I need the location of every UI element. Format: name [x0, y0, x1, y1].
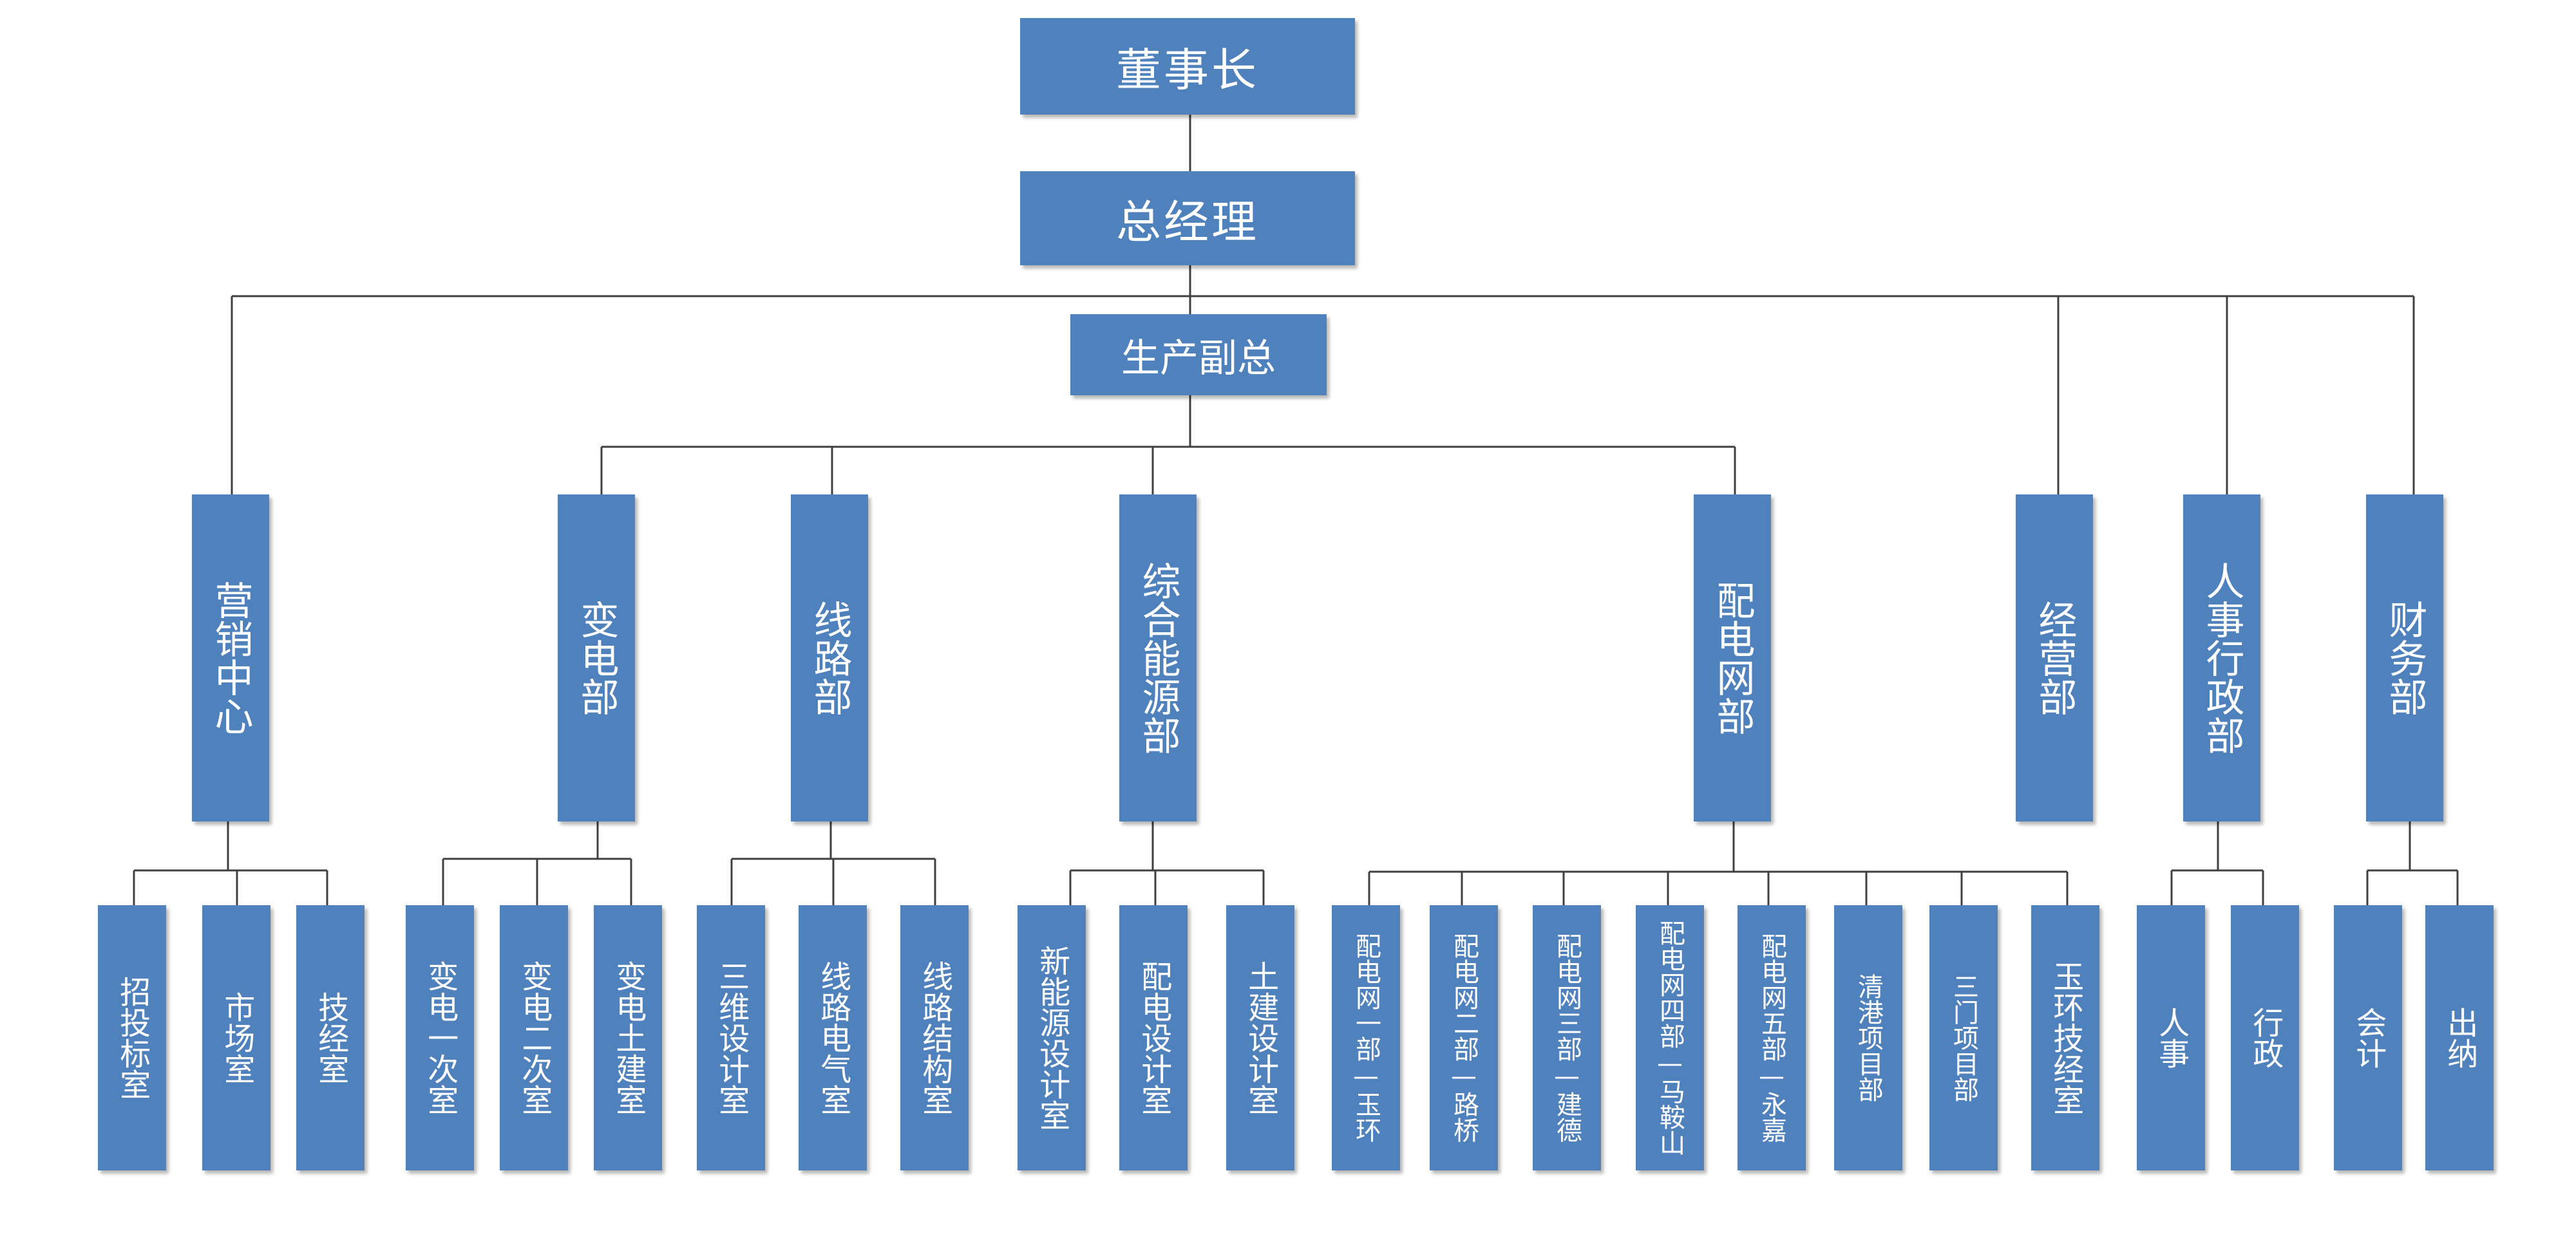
unit-node: 配电网一部—玉环	[1332, 905, 1400, 1170]
unit-label: 人事	[2153, 1007, 2190, 1069]
unit-node: 线路电气室	[799, 905, 867, 1170]
dept-hr-admin: 人事行政部	[2183, 494, 2260, 821]
unit-node: 配电网二部—路桥	[1430, 905, 1498, 1170]
dept-hr-admin-label: 人事行政部	[2199, 561, 2244, 755]
unit-label: 配电网五部—永嘉	[1757, 933, 1786, 1143]
dept-distribution: 配电网部	[1694, 494, 1771, 821]
unit-label: 招投标室	[114, 976, 151, 1100]
unit-label: 配电网二部—路桥	[1449, 933, 1479, 1143]
unit-node: 三门项目部	[1929, 905, 1998, 1170]
unit-node: 玉环技经室	[2031, 905, 2099, 1170]
unit-node: 配电网四部—马鞍山	[1636, 905, 1704, 1170]
unit-label: 行政	[2247, 1007, 2284, 1069]
dept-finance-label: 财务部	[2382, 600, 2427, 716]
unit-node: 配电设计室	[1119, 905, 1188, 1170]
unit-label: 出纳	[2441, 1007, 2478, 1069]
dept-business-label: 经营部	[2032, 600, 2077, 716]
unit-label: 玉环技经室	[2047, 961, 2084, 1115]
unit-node: 变电一次室	[406, 905, 474, 1170]
unit-node: 配电网五部—永嘉	[1738, 905, 1806, 1170]
unit-label: 土建设计室	[1242, 961, 1279, 1115]
production-vp-label: 生产副总	[1121, 335, 1276, 381]
unit-node: 变电土建室	[594, 905, 662, 1170]
unit-node: 行政	[2231, 905, 2299, 1170]
unit-label: 配电网四部—马鞍山	[1655, 920, 1685, 1156]
production-vp-node: 生产副总	[1070, 314, 1327, 395]
chairman-node: 董事长	[1020, 18, 1355, 115]
unit-node: 新能源设计室	[1018, 905, 1086, 1170]
unit-label: 市场室	[218, 991, 255, 1084]
unit-node: 市场室	[202, 905, 270, 1170]
unit-label: 配电设计室	[1135, 961, 1172, 1115]
dept-distribution-label: 配电网部	[1710, 581, 1755, 735]
dept-marketing-label: 营销中心	[208, 581, 253, 735]
unit-node: 清港项目部	[1834, 905, 1902, 1170]
unit-label: 变电一次室	[422, 961, 459, 1115]
unit-label: 新能源设计室	[1034, 945, 1070, 1131]
dept-line: 线路部	[791, 494, 868, 821]
dept-energy-label: 综合能源部	[1135, 561, 1180, 755]
dept-marketing: 营销中心	[192, 494, 269, 821]
dept-substation: 变电部	[558, 494, 635, 821]
unit-label: 技经室	[312, 991, 349, 1084]
unit-label: 变电二次室	[516, 961, 553, 1115]
dept-business: 经营部	[2016, 494, 2093, 821]
unit-node: 线路结构室	[900, 905, 969, 1170]
dept-finance: 财务部	[2366, 494, 2443, 821]
unit-node: 技经室	[296, 905, 365, 1170]
unit-label: 配电网一部—玉环	[1351, 933, 1381, 1143]
unit-label: 配电网三部—建德	[1552, 933, 1582, 1143]
unit-node: 人事	[2137, 905, 2205, 1170]
unit-node: 变电二次室	[500, 905, 568, 1170]
unit-label: 会计	[2350, 1007, 2387, 1069]
unit-node: 招投标室	[98, 905, 166, 1170]
unit-label: 三维设计室	[713, 961, 750, 1115]
general-manager-node: 总经理	[1020, 171, 1355, 265]
unit-label: 三门项目部	[1949, 973, 1978, 1102]
dept-energy: 综合能源部	[1119, 494, 1197, 821]
unit-node: 会计	[2334, 905, 2402, 1170]
unit-node: 出纳	[2425, 905, 2494, 1170]
unit-node: 配电网三部—建德	[1533, 905, 1601, 1170]
unit-node: 土建设计室	[1226, 905, 1294, 1170]
unit-node: 三维设计室	[697, 905, 765, 1170]
dept-line-label: 线路部	[807, 600, 852, 716]
unit-label: 线路结构室	[916, 961, 953, 1115]
general-manager-label: 总经理	[1116, 195, 1259, 249]
unit-label: 线路电气室	[815, 961, 851, 1115]
unit-label: 清港项目部	[1853, 973, 1883, 1102]
chairman-label: 董事长	[1116, 43, 1259, 97]
unit-label: 变电土建室	[610, 961, 647, 1115]
dept-substation-label: 变电部	[574, 600, 619, 716]
